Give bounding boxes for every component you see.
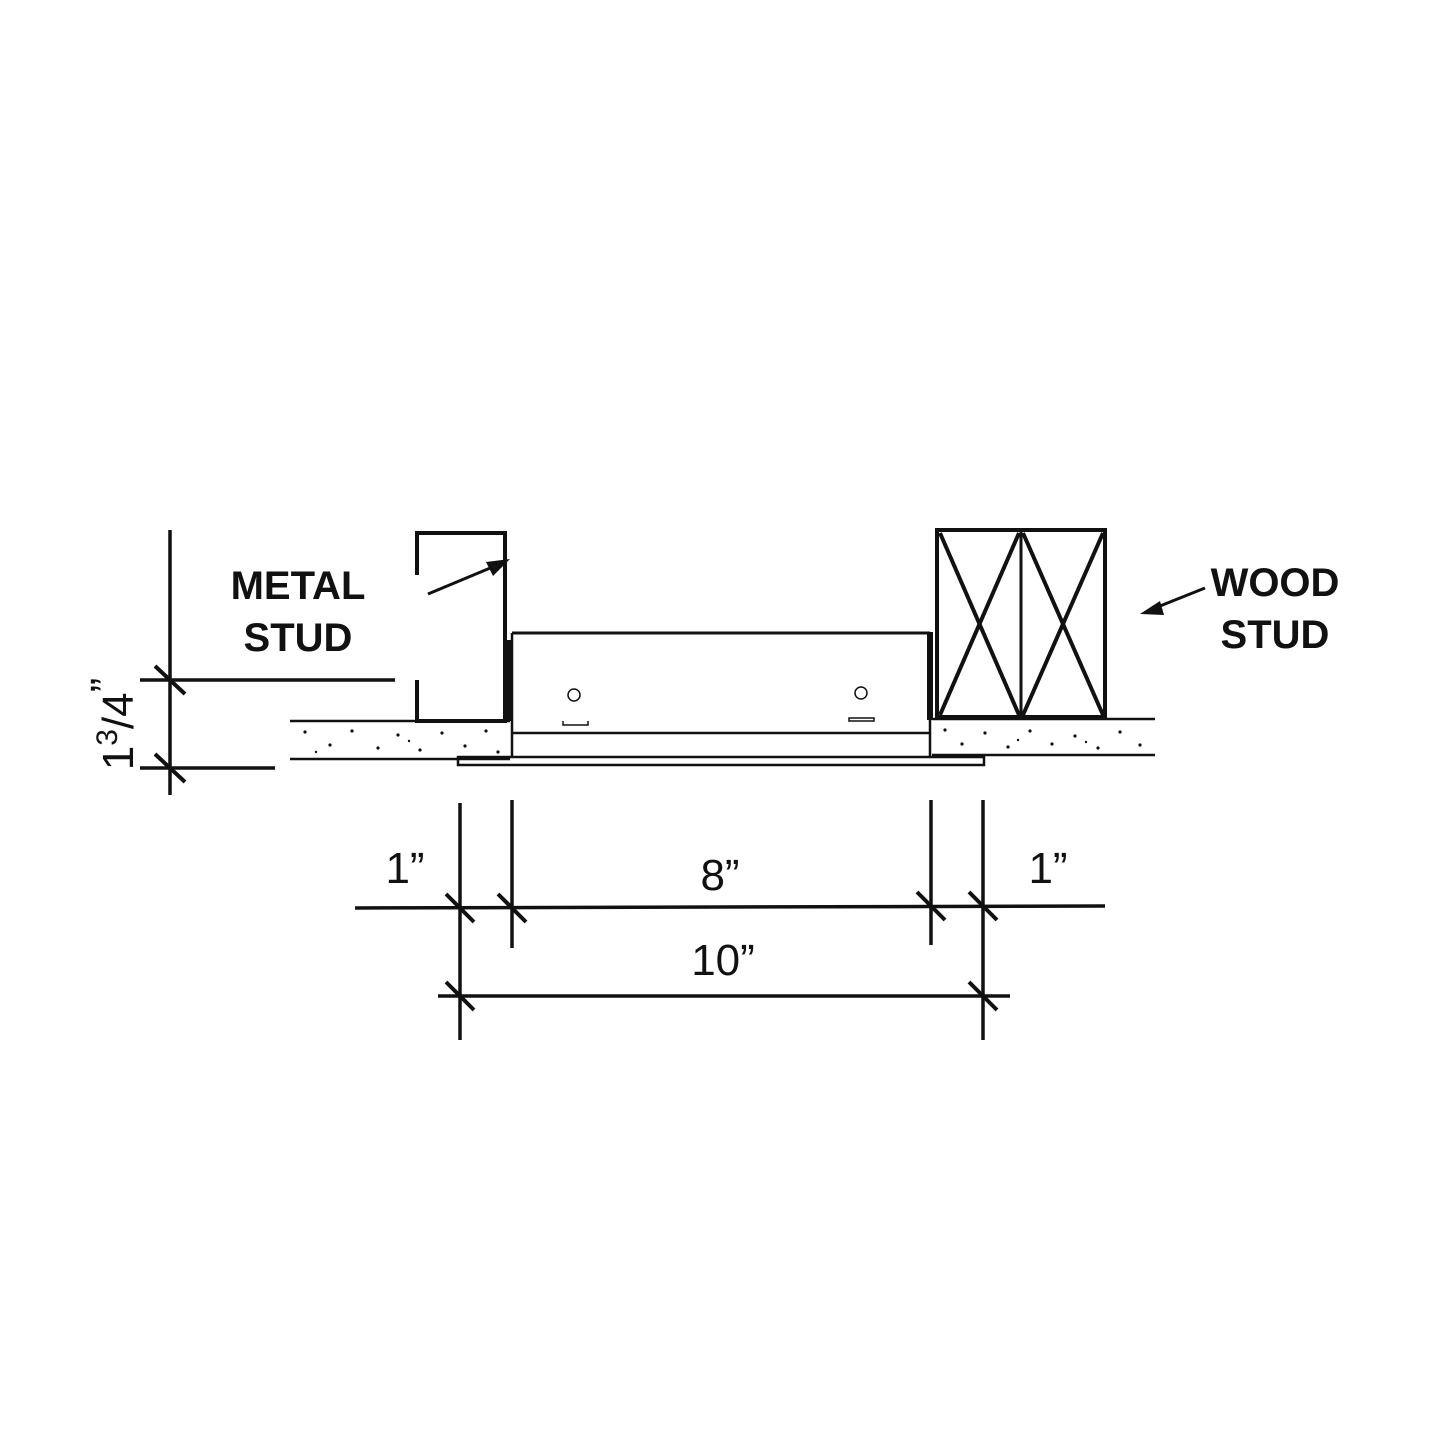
wallboard-right — [932, 717, 1155, 757]
panel-flange — [456, 755, 986, 767]
dimension-opening: 8” — [700, 851, 739, 900]
depth-label: 13/4” — [82, 678, 143, 771]
depth-dimension — [140, 530, 395, 795]
metal-stud-label-line1: METAL — [231, 564, 366, 608]
lock-icon — [567, 688, 581, 702]
access-panel — [456, 631, 986, 767]
metal-stud — [415, 531, 513, 723]
metal-stud-label-line2: STUD — [244, 616, 353, 660]
wood-stud-label-line2: STUD — [1221, 613, 1330, 657]
wood-stud-label-line1: WOOD — [1211, 561, 1340, 605]
dimension-overall: 10” — [691, 936, 755, 985]
lock-icon — [854, 686, 868, 700]
wallboard-left-texture — [303, 729, 500, 754]
dimension-right-flange: 1” — [1028, 844, 1067, 893]
wallboard-left — [290, 719, 510, 761]
dimension-left-flange: 1” — [385, 844, 424, 893]
wallboard-right-texture — [943, 728, 1142, 750]
wood-stud-arrow — [1140, 586, 1206, 615]
metal-stud-arrow — [427, 559, 510, 596]
wood-stud — [927, 528, 1107, 720]
width-dimensions — [354, 800, 1106, 1040]
svg-text:13/4”: 13/4” — [82, 678, 143, 771]
